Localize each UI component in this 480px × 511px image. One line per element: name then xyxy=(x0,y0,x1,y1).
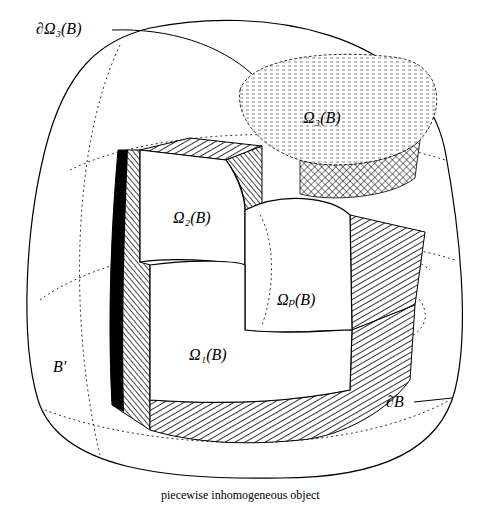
subregion: Ω₁(B) xyxy=(187,344,229,367)
leader-line xyxy=(112,30,252,74)
subregion: Ω₂(B) xyxy=(171,207,213,230)
body-region: B' Ω₃(B) Ω₂(B) Ωₚ(B) Ω₁(B) xyxy=(25,20,465,480)
dark-edge xyxy=(110,150,128,412)
region-omega-3 xyxy=(239,54,436,165)
body-outline xyxy=(27,20,463,478)
figure-caption: piecewise inhomogeneous object xyxy=(161,488,320,502)
region-omega-1 xyxy=(150,261,352,402)
hidden-lines xyxy=(40,45,455,455)
region-label: Ω₁(B) xyxy=(189,346,227,364)
subregion: Ωₚ(B) xyxy=(275,289,318,312)
region-label: Ω₂(B) xyxy=(173,209,211,227)
region-label: B' xyxy=(53,358,66,376)
leader-line xyxy=(414,398,452,402)
region-omega-2 xyxy=(140,150,245,265)
hidden-lines xyxy=(260,215,272,325)
region-omega-p xyxy=(245,198,352,332)
subregion: Ω₃(B) xyxy=(301,107,343,130)
boundary-label: ∂B xyxy=(386,393,404,411)
boundary-label: ∂Ω₃(B) xyxy=(36,20,81,38)
region-label: Ωₚ(B) xyxy=(277,291,316,309)
region-label: Ω₃(B) xyxy=(303,109,341,127)
